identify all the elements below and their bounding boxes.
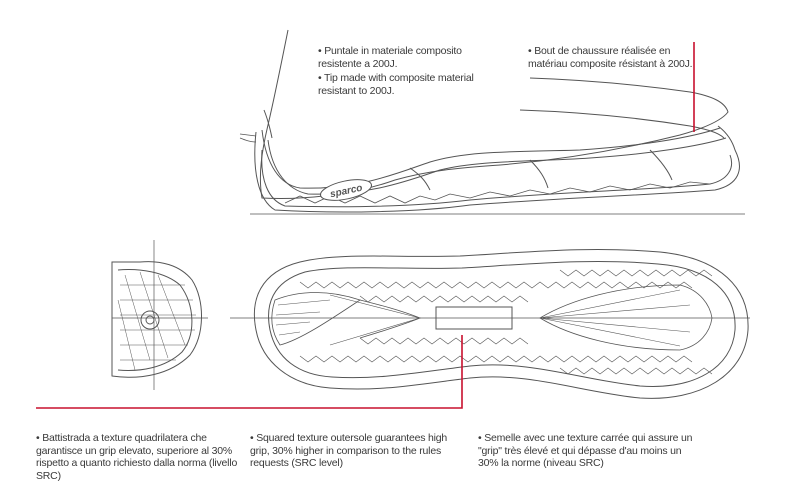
toe-front-view xyxy=(111,240,208,390)
note-sole-french: • Semelle avec une texture carrée qui as… xyxy=(478,432,698,470)
sparco-logo: sparco xyxy=(319,179,373,201)
note-toe-english-text: • Tip made with composite material resis… xyxy=(318,72,474,97)
sole-bottom-view xyxy=(230,248,750,399)
note-toe-french: • Bout de chaussure réalisée en matériau… xyxy=(528,45,698,70)
note-sole-english: • Squared texture outersole guarantees h… xyxy=(250,432,465,470)
note-sole-italian-text: • Battistrada a texture quadrilatera che… xyxy=(36,432,238,482)
note-toe-english: • Tip made with composite material resis… xyxy=(318,72,493,97)
sole-callout-line xyxy=(36,335,463,409)
note-sole-french-text: • Semelle avec une texture carrée qui as… xyxy=(478,432,693,469)
note-sole-english-text: • Squared texture outersole guarantees h… xyxy=(250,432,448,469)
note-toe-french-text: • Bout de chaussure réalisée en matériau… xyxy=(528,45,693,70)
note-sole-italian: • Battistrada a texture quadrilatera che… xyxy=(36,432,241,482)
note-toe-italian: • Puntale in materiale composito resiste… xyxy=(318,45,488,70)
shoe-side-view xyxy=(239,29,745,215)
note-toe-italian-text: • Puntale in materiale composito resiste… xyxy=(318,45,462,70)
